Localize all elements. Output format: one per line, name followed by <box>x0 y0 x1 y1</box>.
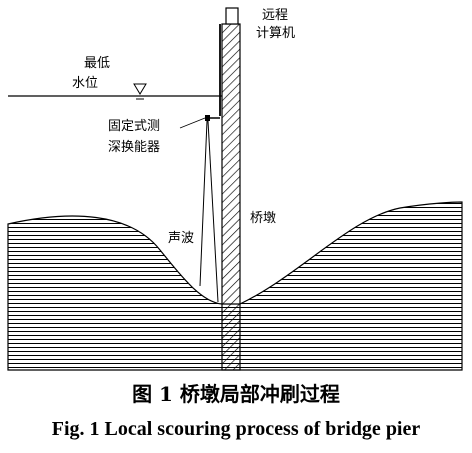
acoustic-wave-label: 声波 <box>168 231 194 246</box>
figure-caption-english: Fig. 1 Local scouring process of bridge … <box>51 418 421 440</box>
acoustic-beam-left <box>199 120 208 287</box>
transducer-label-line2: 深换能器 <box>108 140 160 155</box>
water-level-label-line2: 水位 <box>72 76 98 91</box>
bridge-pier <box>221 23 241 371</box>
acoustic-beam-right <box>207 120 219 303</box>
figure-caption-chinese: 图 1 桥墩局部冲刷过程 <box>132 382 340 406</box>
computer-label-line2: 计算机 <box>256 26 295 41</box>
scour-diagram: 远程 计算机 最低 水位 固定式测 深换能器 声波 桥墩 <box>7 7 463 371</box>
water-level-marker-icon <box>133 83 147 95</box>
water-level-label-line1: 最低 <box>84 56 110 71</box>
transducer-label-line1: 固定式测 <box>108 119 160 134</box>
computer-label-line1: 远程 <box>262 8 288 23</box>
remote-computer-box <box>225 7 239 25</box>
depth-transducer <box>205 115 210 121</box>
pier-label: 桥墩 <box>250 211 276 226</box>
transducer-leader-line <box>179 117 206 129</box>
